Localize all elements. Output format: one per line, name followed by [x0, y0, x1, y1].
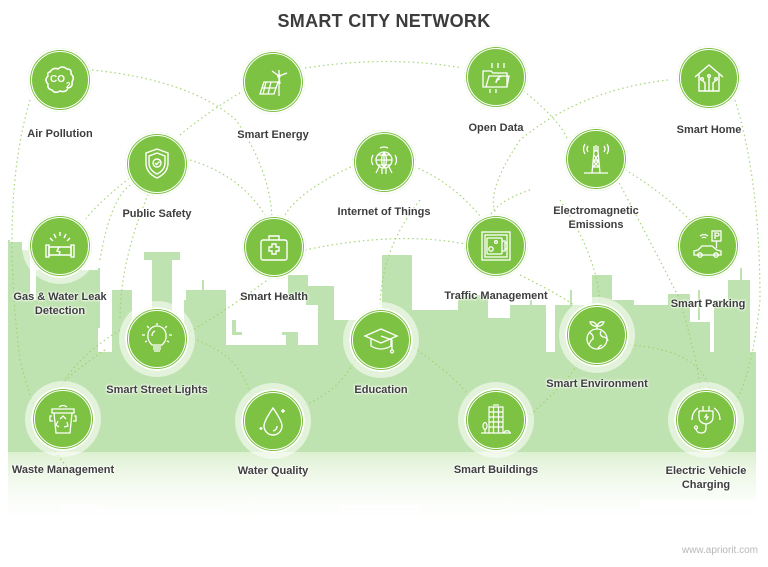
- ev-plug-icon: [691, 406, 721, 434]
- light-bulb-icon: [142, 323, 172, 352]
- node-circle: [242, 215, 306, 279]
- node-circle: [241, 389, 305, 453]
- node-label: Internet of Things: [337, 206, 431, 218]
- office-building-icon: [481, 404, 511, 434]
- node-label: Smart Street Lights: [106, 384, 208, 396]
- co2-cloud-icon: CO 2: [45, 66, 75, 94]
- node-circle: CO 2: [28, 48, 92, 112]
- eco-globe-icon: [586, 321, 609, 350]
- label-line: Electromagnetic: [553, 205, 639, 217]
- node-circle: [349, 308, 413, 372]
- node-label: Smart Parking: [670, 298, 746, 310]
- node-label: Gas & Water Leak Detection: [13, 290, 106, 318]
- node-label: Traffic Management: [444, 290, 548, 302]
- shield-check-icon: [145, 148, 169, 179]
- recycle-bin-icon: [49, 404, 77, 434]
- connected-globe-icon: [370, 146, 398, 174]
- node-label: Waste Management: [11, 464, 115, 476]
- node-label: Smart Buildings: [453, 464, 539, 476]
- label-line: Emissions: [568, 219, 624, 231]
- node-circle: [28, 214, 92, 278]
- node-circle: [674, 388, 738, 452]
- page-title: SMART CITY NETWORK: [277, 11, 491, 31]
- node-circle: [464, 214, 528, 278]
- node-label: Education: [354, 384, 408, 396]
- medical-kit-icon: [260, 235, 288, 261]
- node-circle: [565, 303, 629, 367]
- traffic-camera-icon: [481, 231, 511, 261]
- node-circle: [676, 214, 740, 278]
- node-label: Water Quality: [237, 465, 309, 477]
- label-line: Charging: [681, 479, 731, 491]
- node-circle: [352, 130, 416, 194]
- node-circle: [125, 307, 189, 371]
- node-label: Smart Health: [240, 291, 308, 303]
- broken-pipe-icon: [45, 232, 75, 258]
- node-label: Open Data: [468, 122, 524, 134]
- node-circle: [464, 388, 528, 452]
- smart-house-icon: [694, 64, 724, 92]
- water-drop-icon: [259, 406, 285, 436]
- solar-wind-icon: [259, 70, 288, 96]
- node-circle: [241, 50, 305, 114]
- data-folder-icon: [482, 63, 510, 93]
- node-label: Smart Energy: [237, 129, 309, 141]
- node-label: Air Pollution: [27, 128, 93, 140]
- label-line: Detection: [34, 305, 86, 317]
- node-label: Electromagnetic Emissions: [553, 204, 639, 232]
- footer-url: www.apriorit.com: [681, 545, 758, 556]
- node-circle: [125, 132, 189, 196]
- node-circle: [564, 127, 628, 191]
- label-line: Gas & Water Leak: [13, 291, 107, 303]
- node-label: Public Safety: [122, 208, 192, 220]
- svg-text:CO: CO: [50, 74, 65, 85]
- node-circle: [31, 387, 95, 451]
- node-label: Smart Home: [676, 124, 742, 136]
- parking-car-icon: [693, 230, 722, 258]
- label-line: Electric Vehicle: [665, 465, 747, 477]
- node-circle: [677, 46, 741, 110]
- connection-lines: [11, 60, 761, 471]
- node-circle: [464, 45, 528, 109]
- svg-text:2: 2: [66, 81, 71, 90]
- node-label: Smart Environment: [546, 378, 648, 390]
- node-label: Electric Vehicle Charging: [666, 464, 747, 492]
- radio-tower-icon: [582, 143, 610, 174]
- graduation-cap-icon: [363, 328, 399, 354]
